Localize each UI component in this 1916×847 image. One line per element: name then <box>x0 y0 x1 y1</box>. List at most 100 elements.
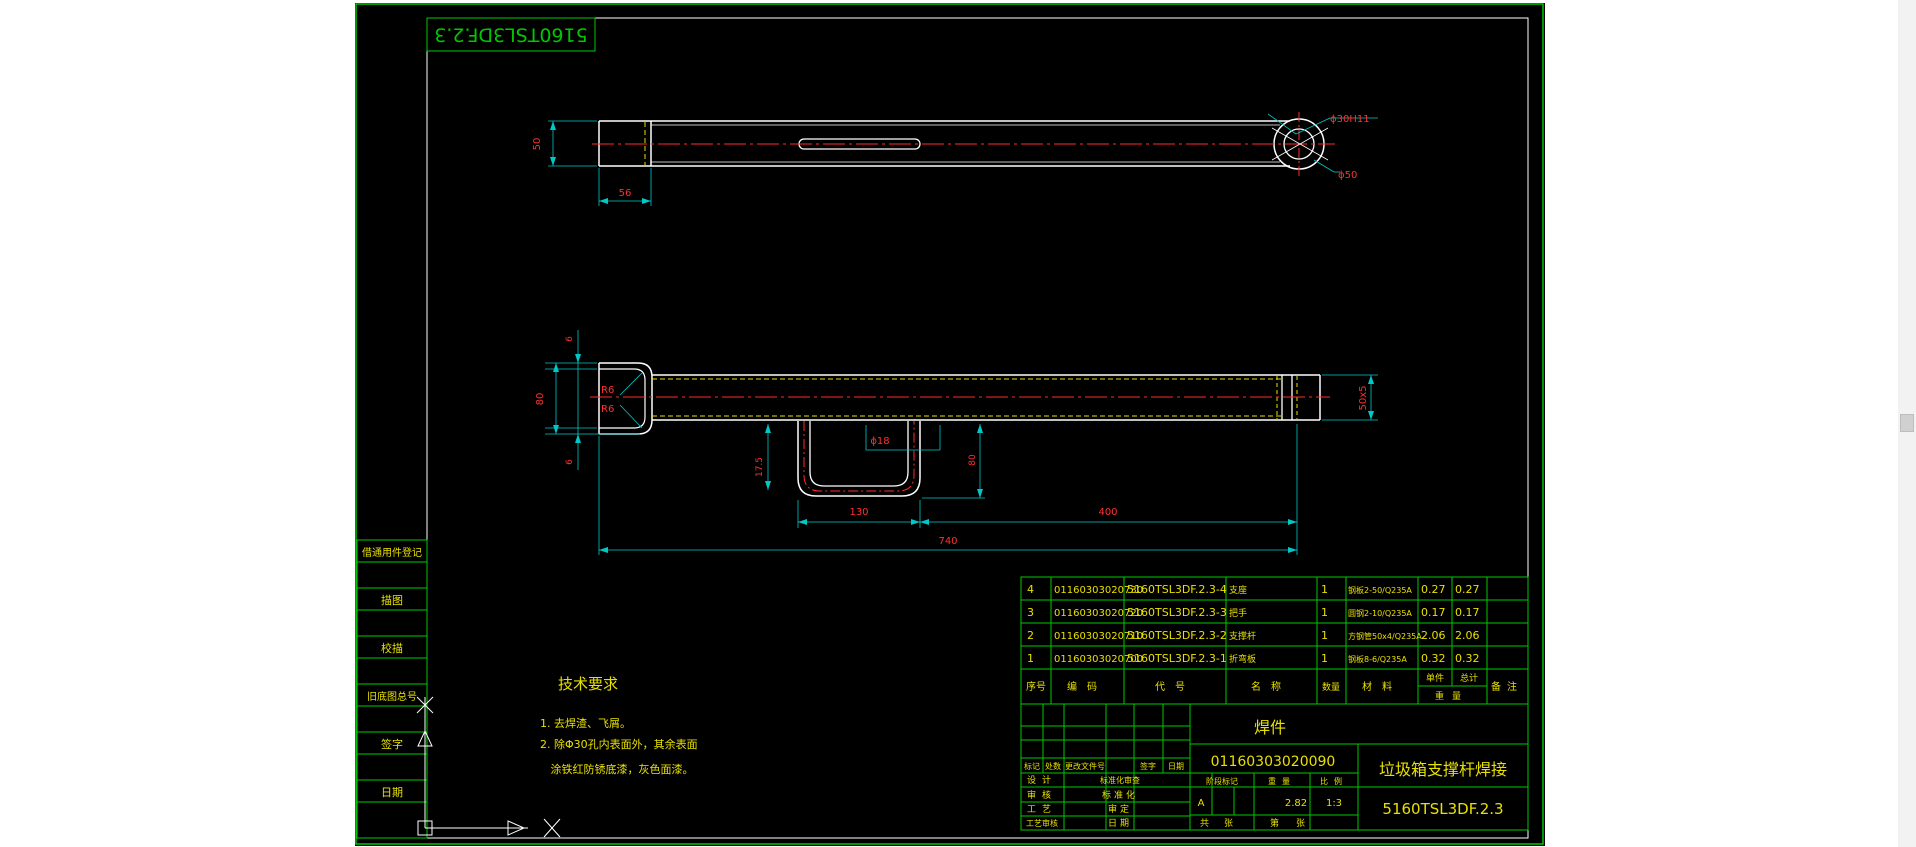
title-kind: 焊件 <box>1254 718 1286 737</box>
bom-cell-unit: 2.06 <box>1421 629 1446 642</box>
left-strip <box>356 539 428 839</box>
rev-sign: 签字 <box>1140 761 1156 771</box>
dim-handle-height: 80 <box>968 454 978 466</box>
bom-cell-material: 钢板2-50/Q235A <box>1348 585 1412 595</box>
notes-line-3: 涂铁红防锈底漆，灰色面漆。 <box>540 762 694 776</box>
dim-handle-width: 130 <box>849 507 868 518</box>
role-process: 工艺 <box>1027 804 1057 815</box>
title-block-grid <box>1020 703 1529 831</box>
dim-boss: ϕ50 <box>1338 170 1357 181</box>
sheets-total-label: 共 <box>1200 818 1209 829</box>
bom-cell-unit: 0.32 <box>1421 652 1446 665</box>
inner-border <box>426 17 1529 839</box>
stage-header: 阶段标记 <box>1206 776 1238 786</box>
dim-total: 740 <box>938 536 957 547</box>
bom-cell-no: 3 <box>1027 606 1034 619</box>
notes-line-2: 2. 除Φ30孔内表面外，其余表面 <box>540 737 698 751</box>
bom-cell-material: 钢板8-6/Q235A <box>1348 654 1407 664</box>
bom-cell-total: 0.27 <box>1455 583 1480 596</box>
bom-cell-drawing: 5160TSL3DF.2.3-3 <box>1127 606 1227 619</box>
dim-top-end-width: 56 <box>619 188 632 199</box>
drawing-sheet <box>355 3 1545 846</box>
dim-front-bottom-thk: 6 <box>565 459 575 465</box>
bom-header-remark: 备注 <box>1491 680 1523 693</box>
sheet-no-unit: 张 <box>1296 818 1305 829</box>
bom-cell-code: 01160303020720 <box>1054 608 1143 619</box>
rev-doc: 更改文件号 <box>1065 761 1105 771</box>
role-process-review: 工艺审核 <box>1026 818 1058 828</box>
dim-section: 50x5 <box>1358 385 1369 410</box>
drawing-number-stamp-box <box>426 17 596 52</box>
bom-cell-unit: 0.17 <box>1421 606 1446 619</box>
bom-header-no: 序号 <box>1026 680 1046 693</box>
notes-title: 技术要求 <box>558 675 618 693</box>
bom-cell-material: 方钢管50x4/Q235A <box>1348 631 1422 641</box>
top-view: 50 56 ϕ30H11 ϕ50 <box>532 112 1378 206</box>
bom-header-name: 名称 <box>1251 680 1291 693</box>
scale-value: 1:3 <box>1326 798 1342 809</box>
dim-front-height: 80 <box>535 393 546 406</box>
dim-span: 400 <box>1098 507 1117 518</box>
bom-cell-drawing: 5160TSL3DF.2.3-2 <box>1127 629 1227 642</box>
dim-top-height: 50 <box>532 138 543 151</box>
bom-cell-code: 01160303020730 <box>1054 585 1143 596</box>
dim-radius-2: R6 <box>601 404 614 415</box>
bom-cell-qty: 1 <box>1321 583 1328 596</box>
drawing-number-stamp: 5160TSL3DF.2.3 <box>434 24 587 46</box>
bom-cell-qty: 1 <box>1321 629 1328 642</box>
bom-cell-no: 1 <box>1027 652 1034 665</box>
role-date: 日期 <box>1108 818 1132 829</box>
dim-front-top-thk: 6 <box>565 336 575 342</box>
title-drawing-no: 5160TSL3DF.2.3 <box>1382 800 1503 818</box>
title-name: 垃圾箱支撑杆焊接 <box>1379 760 1507 779</box>
role-review: 审核 <box>1027 789 1057 801</box>
weight-value: 2.82 <box>1285 798 1307 809</box>
title-code: 01160303020090 <box>1211 754 1336 770</box>
technical-notes: 技术要求 1. 去焊渣、飞屑。 2. 除Φ30孔内表面外，其余表面 涂铁红防锈底… <box>540 675 698 776</box>
left-strip-label-3: 校描 <box>381 641 403 655</box>
bom-header-total: 总计 <box>1460 672 1478 684</box>
dim-radius-1: R6 <box>601 385 614 396</box>
bom-table-grid <box>1020 576 1529 705</box>
left-strip-label-6: 日期 <box>381 786 403 799</box>
bom-cell-no: 4 <box>1027 583 1034 596</box>
bom-cell-no: 2 <box>1027 629 1034 642</box>
bom-header-material: 材料 <box>1362 680 1402 693</box>
bom-cell-drawing: 5160TSL3DF.2.3-4 <box>1127 583 1227 596</box>
front-view: 6 80 6 R6 R6 50x5 ϕ18 17.5 80 130 400 74… <box>535 330 1378 555</box>
bom-header-drawing: 代号 <box>1155 681 1195 693</box>
role-std-review: 标准化审查 <box>1100 775 1140 785</box>
dim-bore: ϕ30H11 <box>1330 114 1370 125</box>
bom-cell-total: 0.17 <box>1455 606 1480 619</box>
bom-header-unit: 单件 <box>1426 672 1444 684</box>
sheets-total-unit: 张 <box>1224 818 1233 829</box>
rev-mark: 标记 <box>1024 761 1040 771</box>
sheet-no-label: 第 <box>1270 817 1279 829</box>
scrollbar-thumb[interactable] <box>1900 414 1914 432</box>
bom-header-weight: 重量 <box>1435 690 1469 702</box>
left-strip-label-1: 借通用件登记 <box>362 546 422 559</box>
bom-cell-total: 2.06 <box>1455 629 1480 642</box>
bom-cell-code: 01160303020710 <box>1054 631 1143 642</box>
bom-cell-unit: 0.27 <box>1421 583 1446 596</box>
left-strip-label-2: 描图 <box>381 593 403 607</box>
bom-cell-total: 0.32 <box>1455 652 1480 665</box>
bom-cell-material: 圆钢2-10/Q235A <box>1348 608 1412 618</box>
bom-cell-qty: 1 <box>1321 652 1328 665</box>
scale-header: 比例 <box>1320 776 1348 786</box>
dim-gap: 17.5 <box>755 457 765 477</box>
left-strip-label-4: 旧底图总号 <box>367 690 417 703</box>
bom-cell-name: 把手 <box>1229 607 1247 619</box>
bom-cell-qty: 1 <box>1321 606 1328 619</box>
weight-header: 重量 <box>1268 776 1296 786</box>
role-std: 标准化 <box>1102 789 1138 801</box>
ucs-icon <box>416 696 561 838</box>
bom-cell-name: 支撑杆 <box>1229 630 1256 642</box>
role-design: 设计 <box>1027 774 1057 786</box>
role-approve: 审定 <box>1108 803 1132 815</box>
bom-header-qty: 数量 <box>1322 681 1340 693</box>
rev-count: 处数 <box>1045 761 1061 771</box>
bom-cell-drawing: 5160TSL3DF.2.3-1 <box>1127 652 1227 665</box>
left-strip-label-5: 签字 <box>381 737 403 751</box>
